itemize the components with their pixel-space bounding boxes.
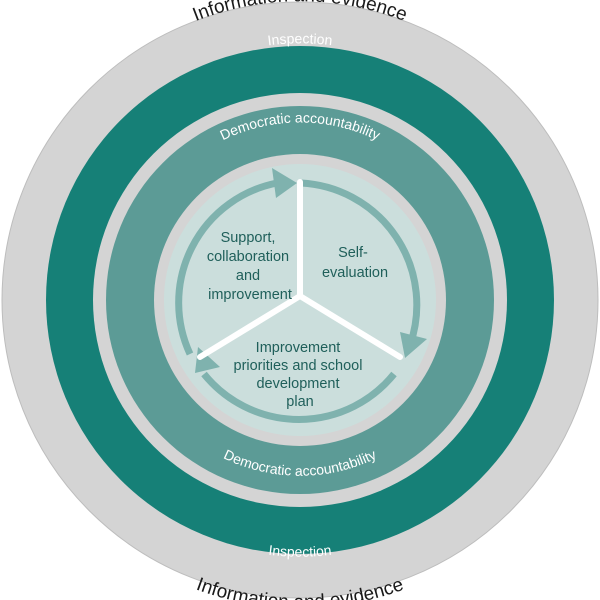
segment-improvement-label: Improvement priorities and school develo… xyxy=(234,340,367,410)
cycle-arrowheads xyxy=(195,168,427,373)
arrowhead-top-icon xyxy=(272,168,297,198)
cycle-arrows xyxy=(175,179,421,423)
segment-support-label: Support, collaboration and improvement xyxy=(207,230,293,303)
segment-dividers xyxy=(197,179,403,360)
divider-left xyxy=(197,293,303,360)
divider-right xyxy=(297,293,403,360)
cycle-arc-1 xyxy=(300,179,421,347)
inner-disc xyxy=(164,164,436,436)
cycle-arc-2 xyxy=(201,371,397,423)
arrowhead-right-icon xyxy=(400,332,427,358)
inspection-label-bottom: Inspection xyxy=(268,542,332,560)
segment-self-evaluation-label: Self- evaluation xyxy=(322,245,388,281)
inspection-label-top: Inspection xyxy=(267,30,334,48)
cycle-arc-3 xyxy=(175,179,278,356)
